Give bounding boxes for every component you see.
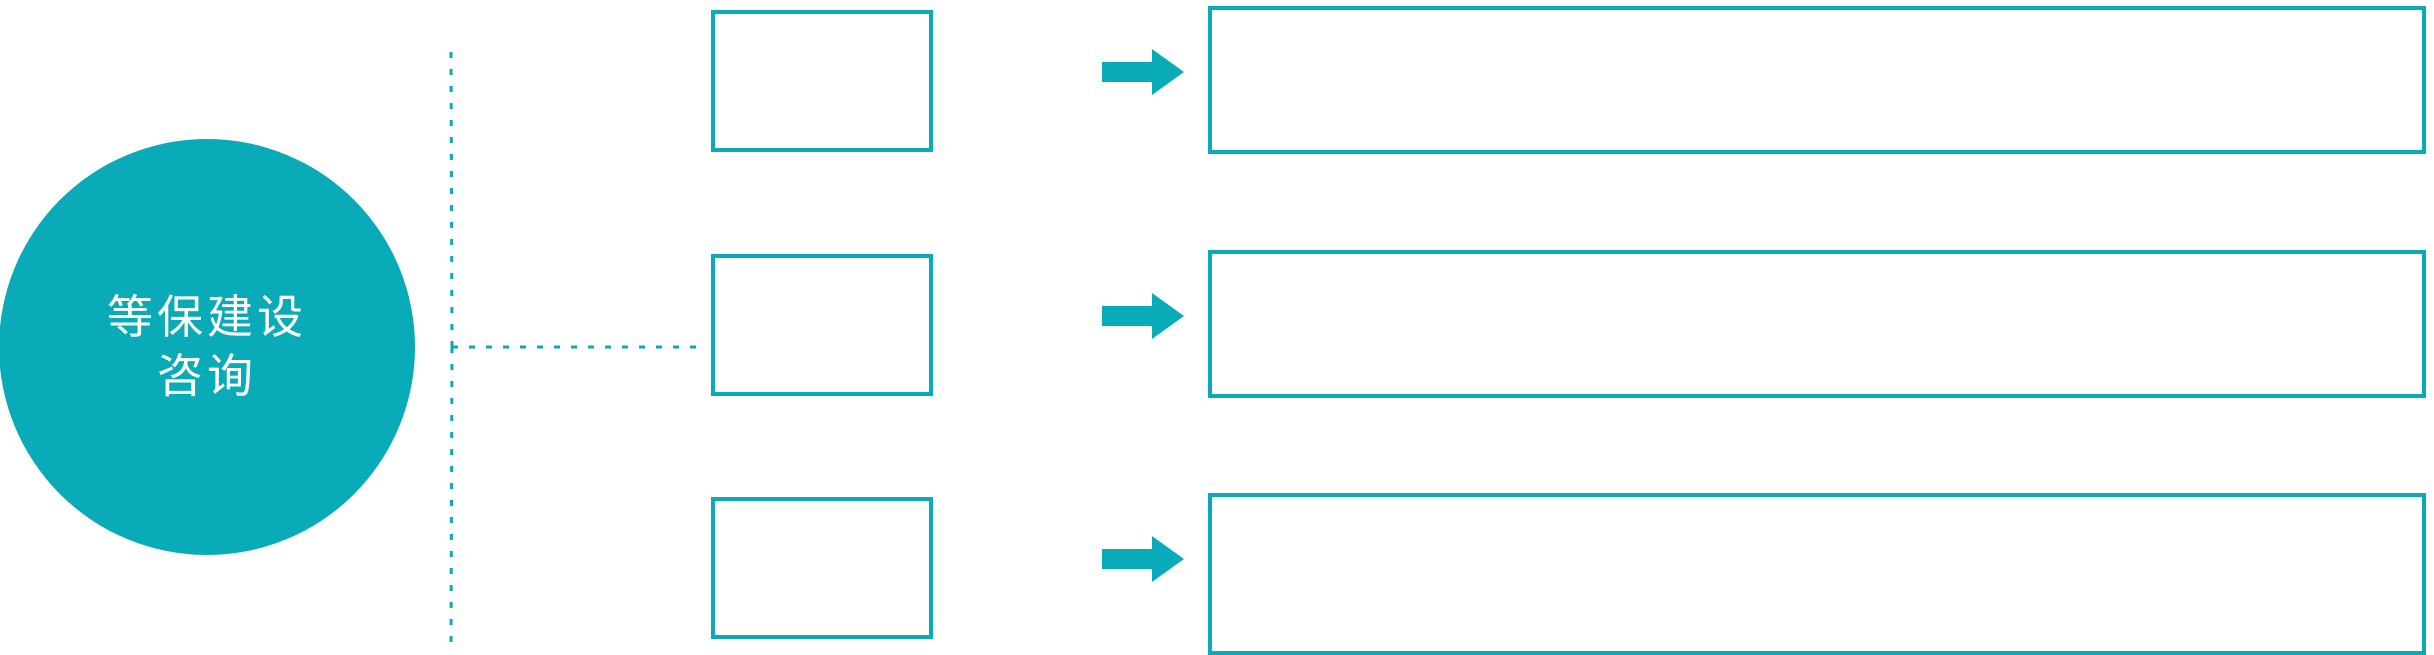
connector-line-row-1: [449, 47, 454, 348]
stage-box-row-2[interactable]: [711, 254, 933, 396]
detail-box-row-2[interactable]: [1208, 250, 2426, 398]
hub-label-line-1: 等保建设: [107, 291, 307, 344]
connector-line-row-3: [449, 346, 454, 647]
right-arrow-icon-row-1: [1102, 49, 1184, 95]
right-arrow-icon-row-2: [1102, 293, 1184, 339]
hub-circle[interactable]: 等保建设 咨询: [0, 139, 415, 555]
hub-label-line-2: 咨询: [157, 350, 257, 402]
detail-box-row-3[interactable]: [1208, 493, 2426, 655]
detail-box-row-1[interactable]: [1208, 6, 2426, 154]
stage-box-row-1[interactable]: [711, 10, 933, 152]
stage-box-row-3[interactable]: [711, 497, 933, 639]
right-arrow-icon-row-3: [1102, 536, 1184, 582]
